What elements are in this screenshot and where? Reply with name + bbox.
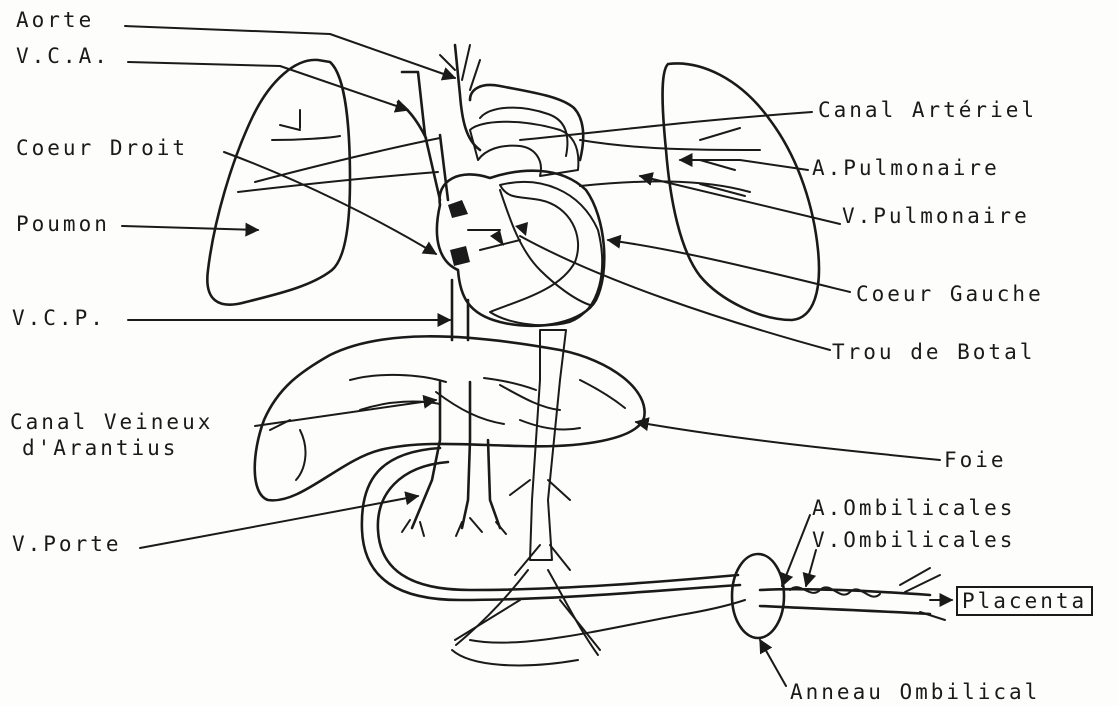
leader-canal-veineux xyxy=(255,400,436,426)
leader-a-ombilicales xyxy=(782,515,810,586)
leader-v-pulmonaire xyxy=(640,176,840,224)
superior-vena-cava xyxy=(398,72,448,200)
umbilical-ring xyxy=(732,554,784,638)
label-vcp: V.C.P. xyxy=(12,306,106,330)
canal-arteriel-hatched xyxy=(470,122,578,176)
label-arantius: d'Arantius xyxy=(22,436,178,460)
label-aorte: Aorte xyxy=(16,8,94,32)
label-a-pulmonaire: A.Pulmonaire xyxy=(812,156,1000,180)
umbilical-cord xyxy=(760,589,930,614)
ductus-venosus xyxy=(436,378,536,424)
label-foie: Foie xyxy=(944,448,1007,472)
label-canal-veineux: Canal Veineux xyxy=(10,410,213,434)
label-canal-arteriel: Canal Artériel xyxy=(818,98,1037,122)
right-lung xyxy=(663,63,819,320)
leader-coeur-droit xyxy=(224,152,436,254)
label-coeur-gauche: Coeur Gauche xyxy=(856,282,1044,306)
label-poumon: Poumon xyxy=(16,212,110,236)
label-v-pulmonaire: V.Pulmonaire xyxy=(842,204,1030,228)
label-trou-de-botal: Trou de Botal xyxy=(832,340,1035,364)
label-coeur-droit: Coeur Droit xyxy=(16,136,188,160)
label-placenta: Placenta xyxy=(956,586,1093,616)
leader-coeur-gauche xyxy=(608,240,850,292)
leader-v-ombilicales xyxy=(806,550,816,586)
leader-poumon xyxy=(122,226,258,230)
liver-inner xyxy=(270,375,625,480)
label-vca: V.C.A. xyxy=(16,44,110,68)
leader-a-pulmonaire xyxy=(680,160,808,170)
leader-vca xyxy=(128,62,408,110)
left-lung-vessels-lower xyxy=(238,172,438,192)
label-v-ombilicales: V.Ombilicales xyxy=(812,528,1015,552)
portal-vein xyxy=(412,382,500,528)
leader-foie xyxy=(636,422,940,460)
leader-v-porte xyxy=(140,496,418,548)
heart-septum xyxy=(468,190,590,305)
label-v-porte: V.Porte xyxy=(12,532,122,556)
label-a-ombilicales: A.Ombilicales xyxy=(812,496,1015,520)
leader-anneau xyxy=(760,640,786,686)
label-anneau-ombilical: Anneau Ombilical xyxy=(790,680,1040,704)
v-porte-foot xyxy=(402,518,506,536)
